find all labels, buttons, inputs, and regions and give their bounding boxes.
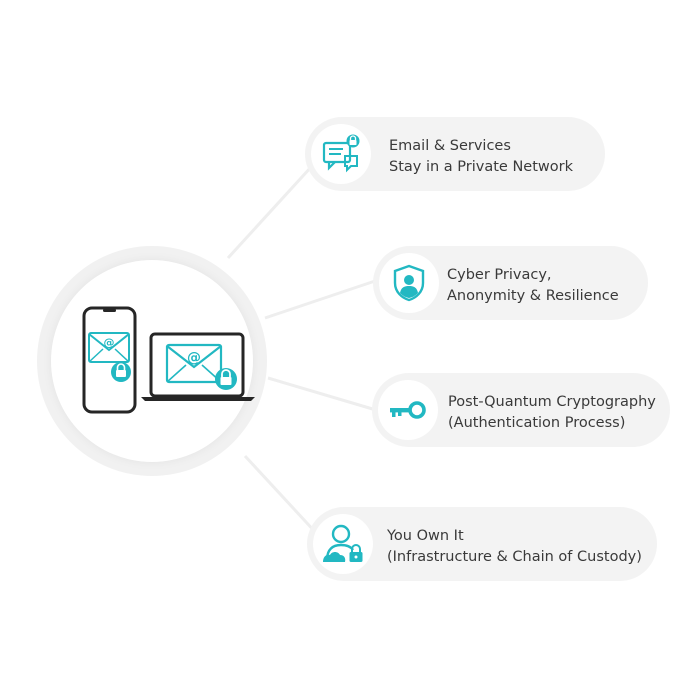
feature-private-network: Email & Services Stay in a Private Netwo…: [305, 117, 605, 191]
feature-label: Post-Quantum Cryptography (Authenticatio…: [448, 392, 656, 434]
feature-title: Email & Services: [389, 138, 511, 154]
shield-user-icon: [393, 264, 425, 302]
feature-title: You Own It: [387, 528, 464, 544]
at-sign: @: [187, 350, 201, 366]
device-hub: @ @: [37, 246, 267, 476]
feature-ownership: You Own It (Infrastructure & Chain of Cu…: [307, 507, 657, 581]
feature-title: Cyber Privacy,: [447, 267, 552, 283]
feature-label: Email & Services Stay in a Private Netwo…: [389, 136, 573, 178]
connector-2: [264, 278, 379, 320]
key-icon: [390, 401, 426, 419]
feature-subtitle: Anonymity & Resilience: [447, 288, 619, 304]
feature-label: You Own It (Infrastructure & Chain of Cu…: [387, 526, 642, 568]
feature-subtitle: Stay in a Private Network: [389, 159, 573, 175]
chat-lock-icon: [322, 134, 360, 173]
feature-cyber-privacy: Cyber Privacy, Anonymity & Resilience: [373, 246, 648, 320]
connector-1: [226, 164, 314, 260]
user-cloud-lock-icon: [323, 524, 363, 562]
feature-post-quantum: Post-Quantum Cryptography (Authenticatio…: [372, 373, 670, 447]
envelope-lock-icon: @: [88, 332, 131, 382]
feature-subtitle: (Authentication Process): [448, 415, 626, 431]
feature-subtitle: (Infrastructure & Chain of Custody): [387, 549, 642, 565]
connector-3: [267, 376, 377, 412]
envelope-lock-icon: @: [165, 343, 237, 390]
feature-icon-badge: [311, 124, 371, 184]
feature-label: Cyber Privacy, Anonymity & Resilience: [447, 265, 619, 307]
feature-icon-badge: [313, 514, 373, 574]
laptop: @: [141, 332, 255, 401]
devices-illustration: @ @: [82, 306, 255, 414]
feature-title: Post-Quantum Cryptography: [448, 394, 656, 410]
smartphone: @: [82, 306, 137, 414]
at-sign: @: [104, 336, 115, 349]
feature-icon-badge: [378, 380, 438, 440]
connector-4: [243, 454, 320, 537]
feature-icon-badge: [379, 253, 439, 313]
